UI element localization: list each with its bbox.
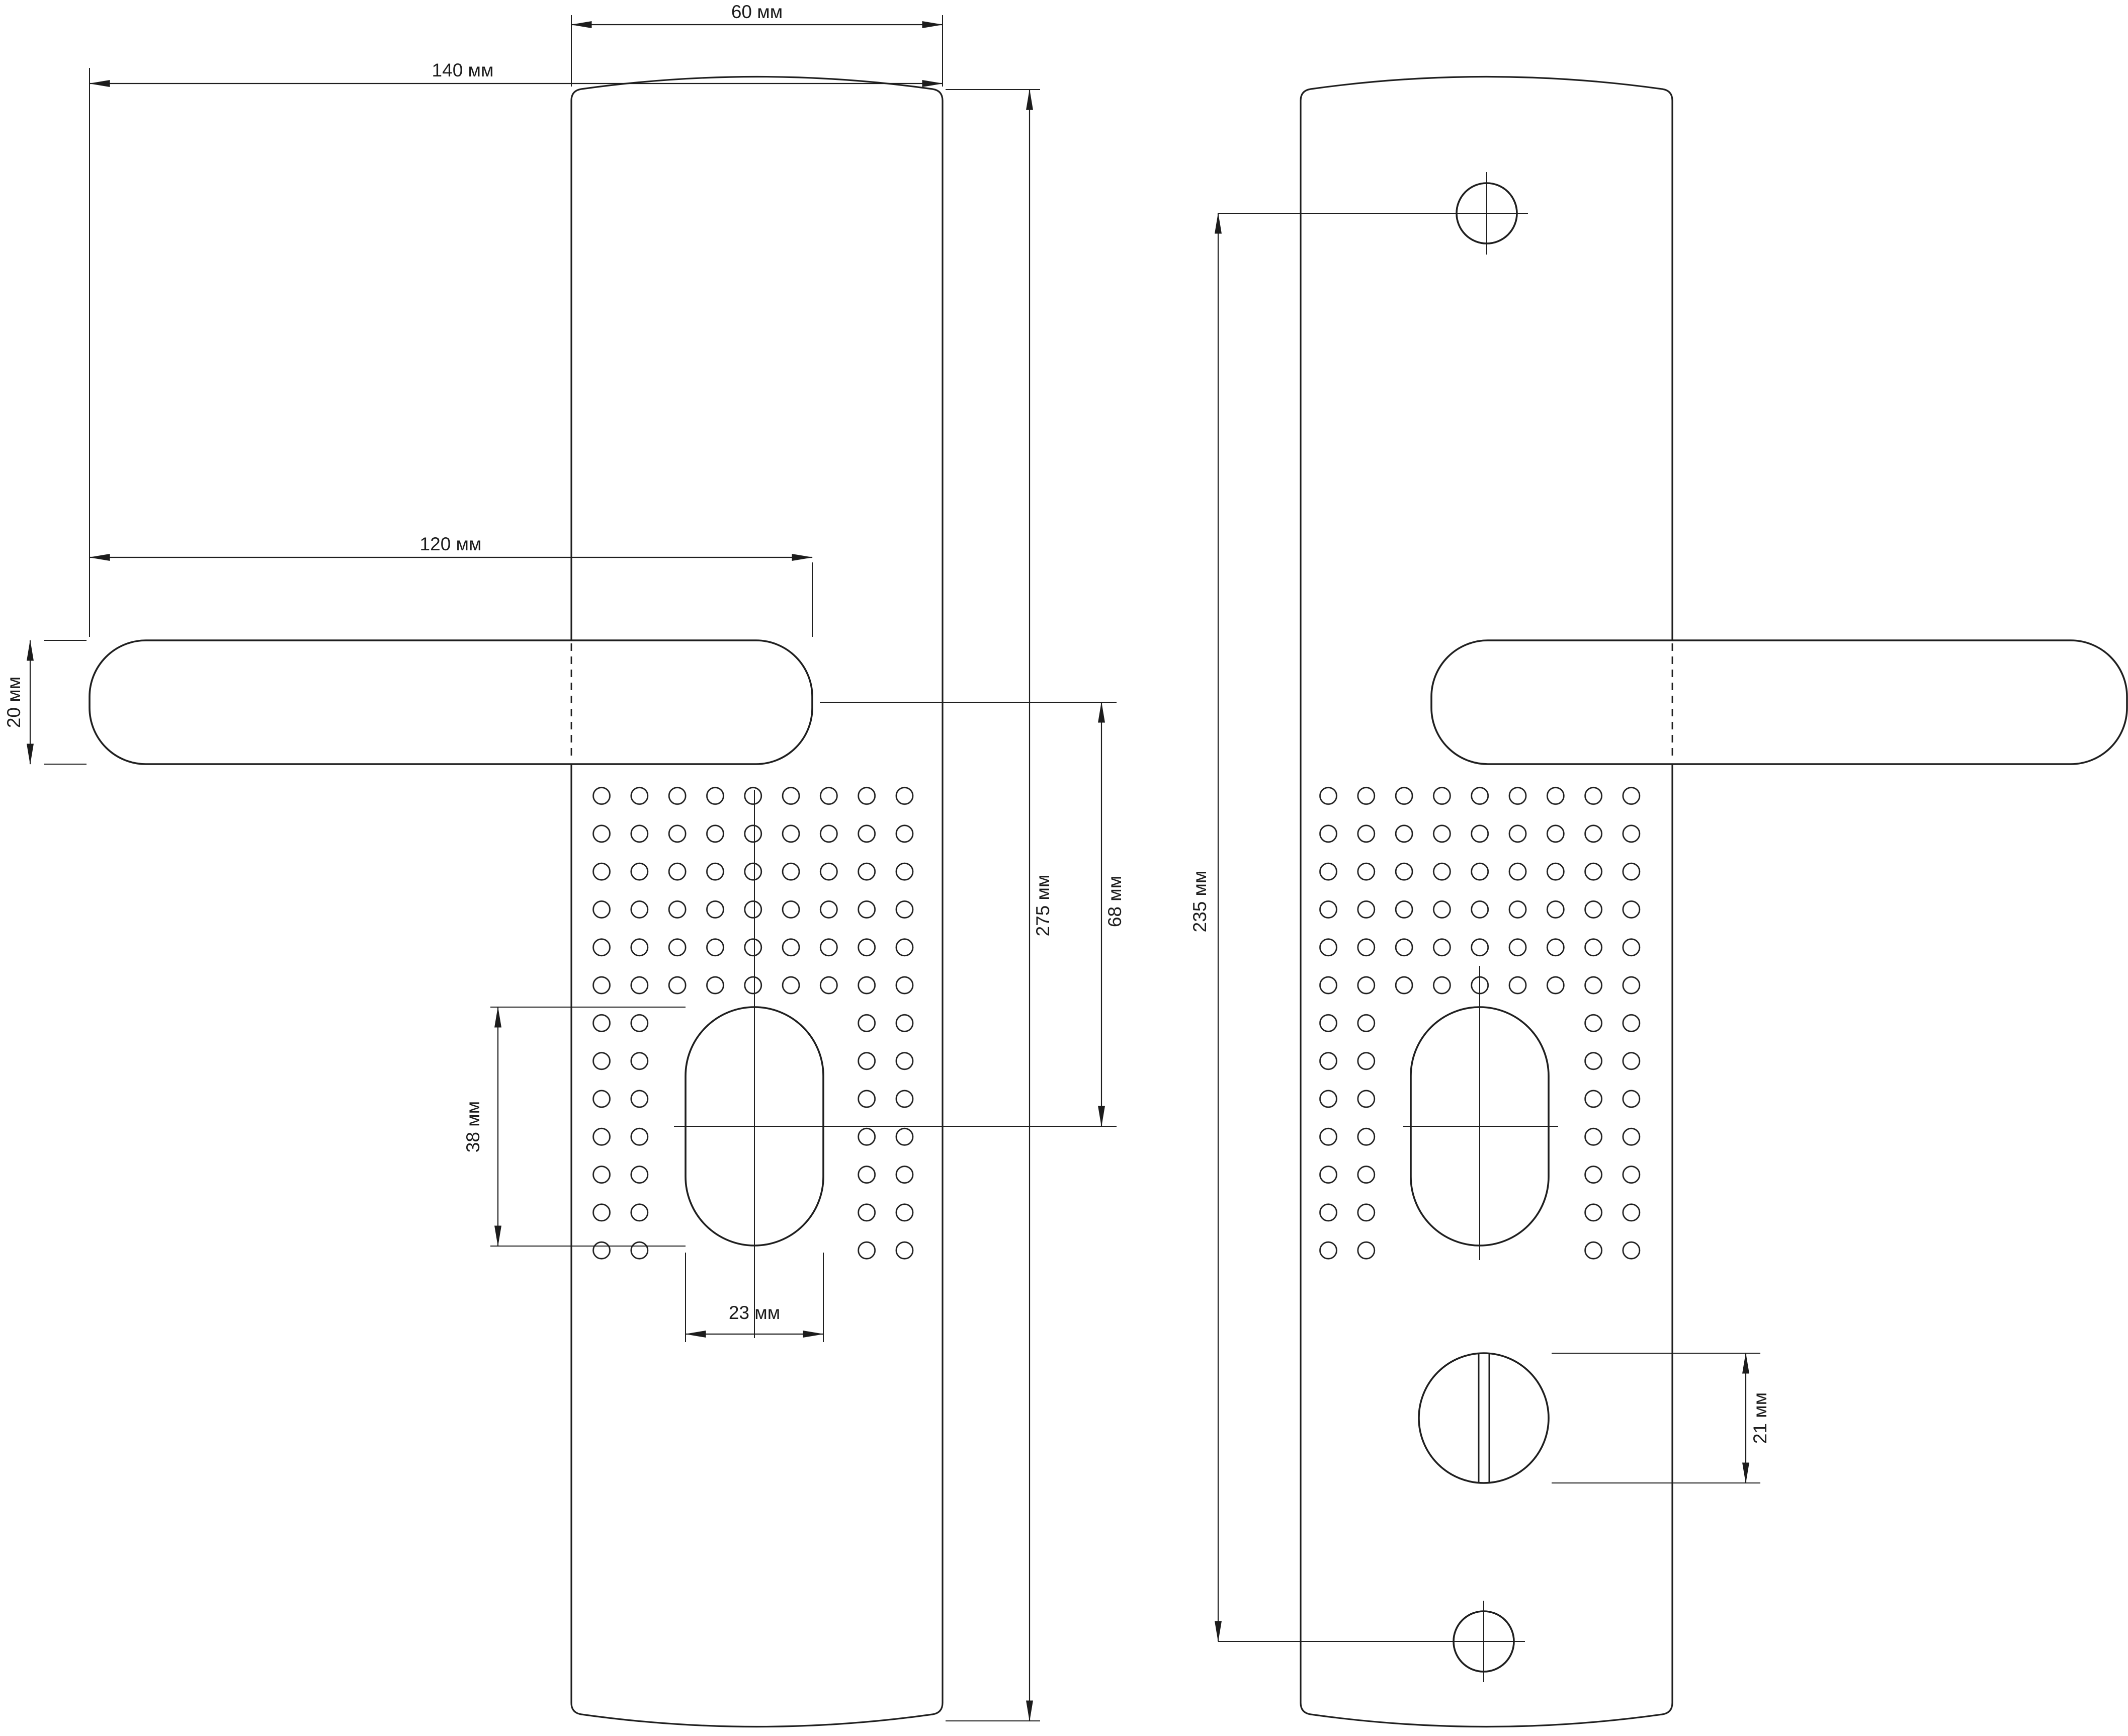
perforation-grid-left — [1309, 1004, 1385, 1270]
dim-label-overall-width: 140 мм — [432, 60, 494, 80]
perforation-grid-top — [582, 777, 924, 1005]
dim-label-knob-diameter: 21 мм — [1750, 1392, 1770, 1444]
dim-label-handle-height: 20 мм — [4, 677, 24, 728]
dim-label-plate-length: 275 мм — [1033, 875, 1053, 937]
perforation-grid-right — [847, 1004, 924, 1270]
dim-label-screw-spacing: 235 мм — [1189, 871, 1210, 933]
dim-label-handle-length: 120 мм — [420, 534, 482, 554]
perforation-grid-left — [582, 1004, 658, 1270]
perforation-grid-right — [1574, 1004, 1651, 1270]
back-handle — [1430, 639, 2128, 765]
dim-label-handle-to-cylinder: 68 мм — [1104, 876, 1125, 927]
thumb-turn-knob — [1418, 1352, 1550, 1484]
back-view: 235 мм 21 мм — [1189, 75, 2128, 1728]
dim-label-cylinder-width: 23 мм — [729, 1302, 780, 1323]
dim-label-plate-width: 60 мм — [731, 2, 783, 22]
front-view: 60 мм 140 мм 120 мм 20 мм 275 мм 68 мм 3… — [4, 2, 1125, 1728]
dim-label-cylinder-height: 38 мм — [463, 1101, 483, 1152]
front-handle — [89, 639, 813, 765]
